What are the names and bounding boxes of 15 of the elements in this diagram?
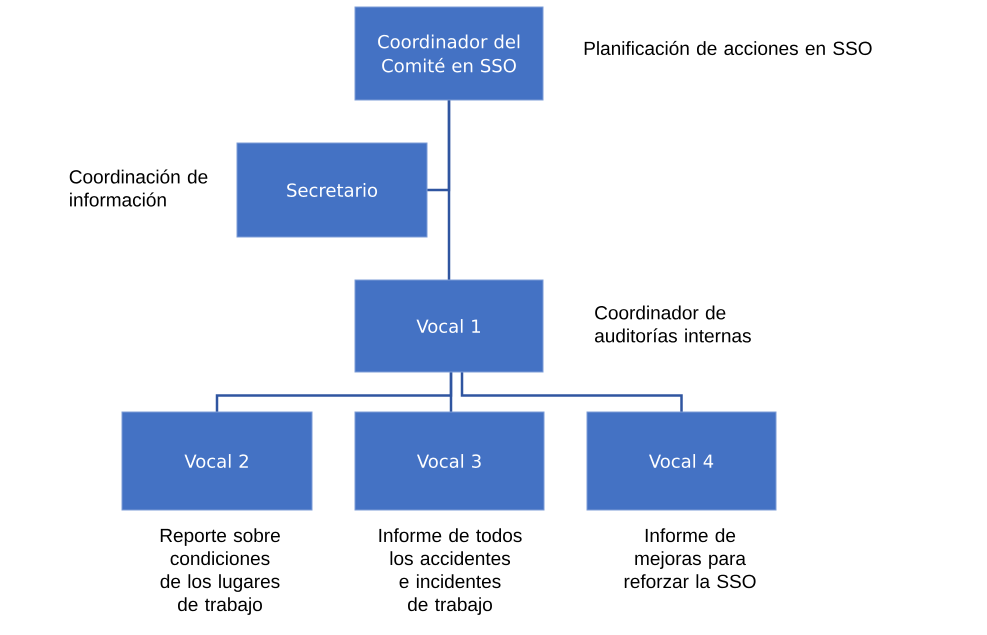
org-box: Vocal 3 bbox=[354, 412, 544, 510]
connector-line bbox=[450, 372, 452, 412]
role-text: Coordinación de información bbox=[70, 169, 208, 207]
role-text: Coordinador de auditorías internas bbox=[595, 306, 751, 342]
org-box: Secretario bbox=[236, 142, 428, 238]
connector-line bbox=[460, 372, 683, 412]
role-text: Informe de mejoras para reforzar la SSO bbox=[624, 528, 756, 588]
org-box: Vocal 4 bbox=[586, 412, 776, 510]
connector-line bbox=[448, 100, 450, 280]
org-box: Vocal 1 bbox=[354, 280, 544, 372]
role-text: Planificación de acciones en SSO bbox=[584, 40, 872, 56]
role-text: Informe de todos los accidentes e incidentes de trabajo bbox=[379, 528, 522, 615]
org-box: Coordinador del Comité en SSO bbox=[354, 6, 544, 100]
role-text: Reporte sobre condiciones de los lugares de trabajo bbox=[160, 528, 280, 615]
org-box: Vocal 2 bbox=[122, 412, 312, 510]
